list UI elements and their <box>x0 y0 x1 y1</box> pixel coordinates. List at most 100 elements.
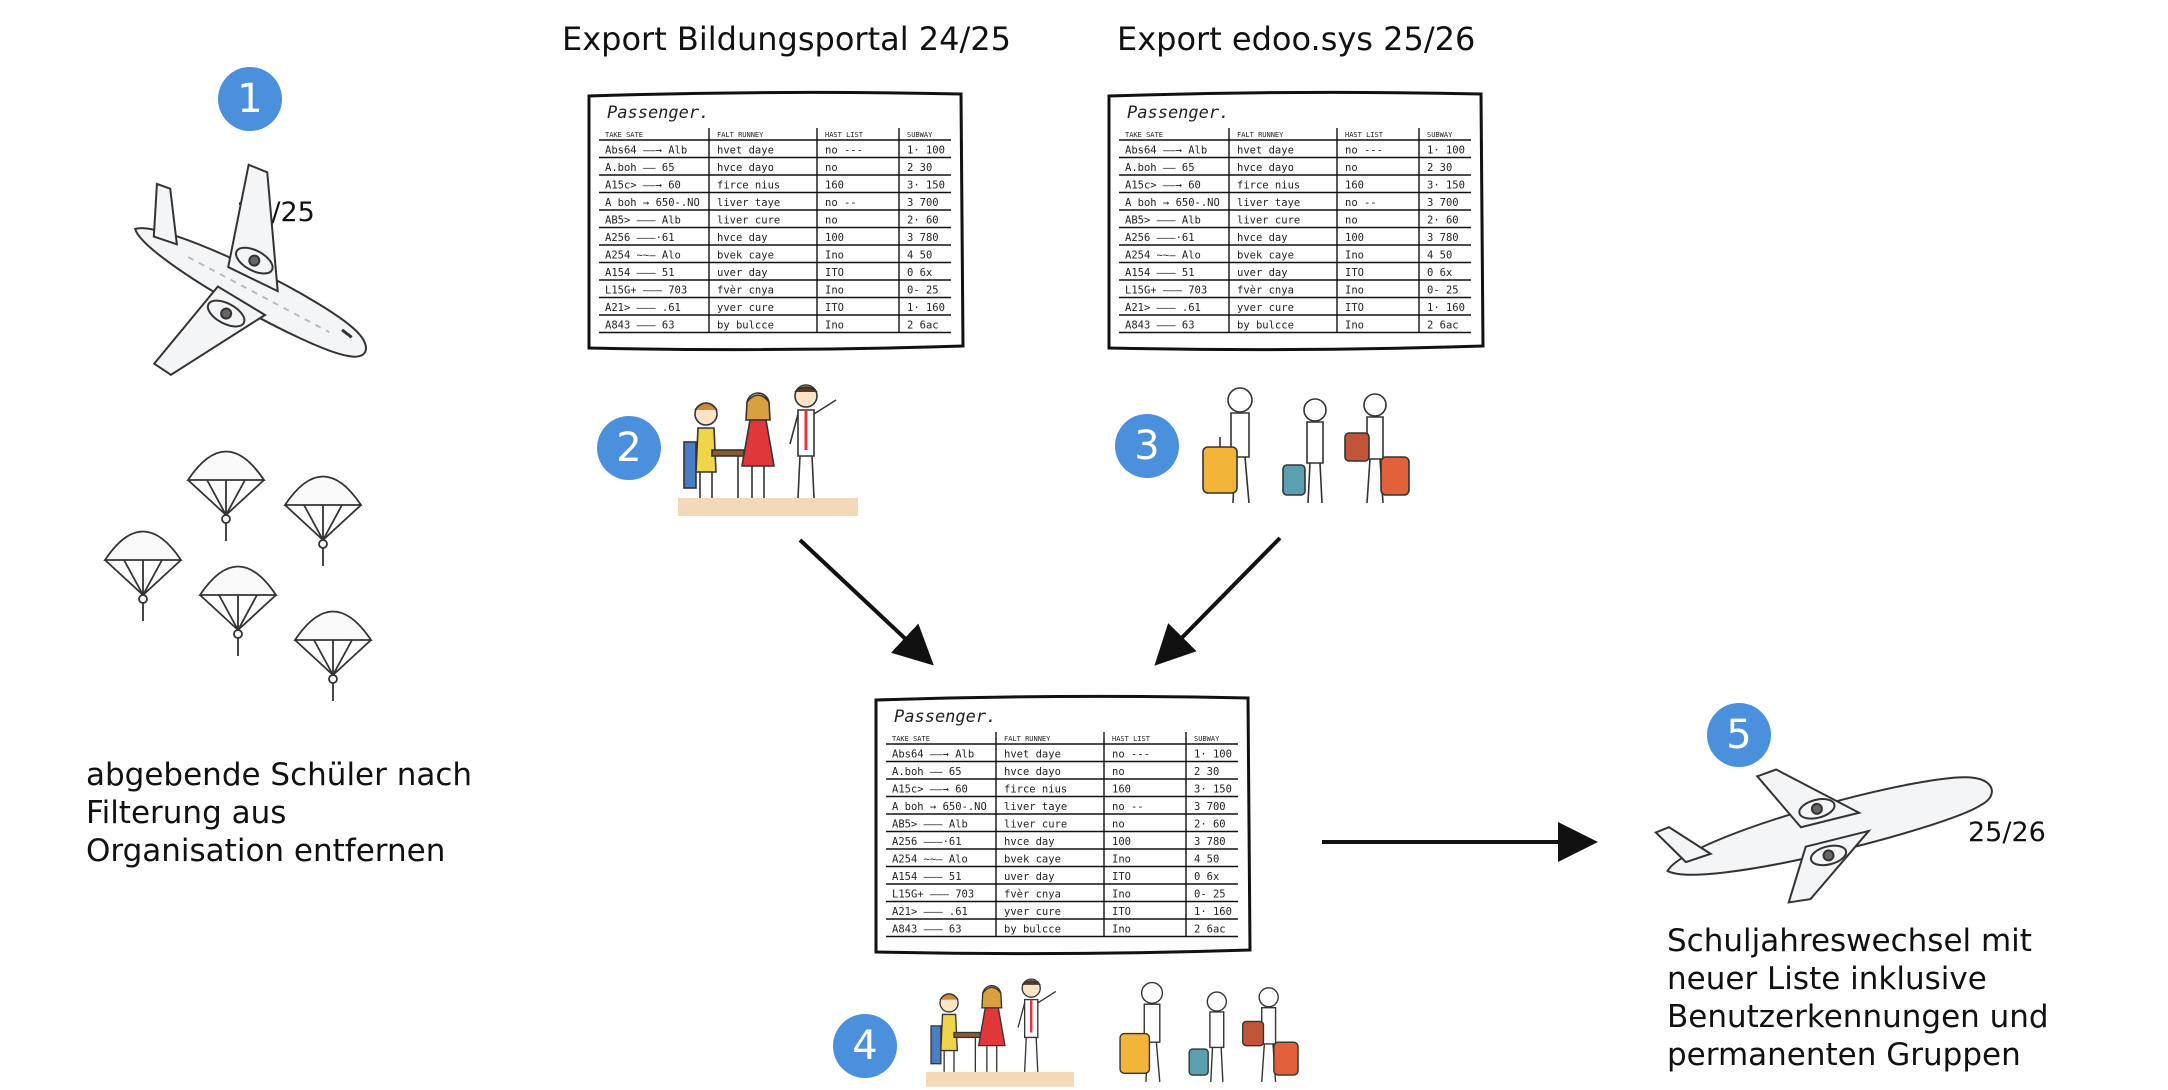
sheet-cell: L15G+ ——— 703 <box>892 889 974 901</box>
sheet-frame <box>1107 90 1485 352</box>
sheet-cell: no <box>825 215 838 227</box>
sheet-cell: no <box>1112 819 1125 831</box>
sheet-cell: no -- <box>1345 197 1377 209</box>
parachute-group-icon <box>103 450 373 701</box>
sheet-cell: fvèr cnya <box>1004 889 1061 901</box>
sheet-cell: 0- 25 <box>907 285 939 297</box>
sheet-cell: 0- 25 <box>1427 285 1459 297</box>
sheet-cell: 3 700 <box>1194 801 1226 813</box>
sheet-cell: Abs64 ——→ Alb <box>892 749 974 761</box>
sheet-cell: A254 ~~— Alo <box>1125 250 1201 262</box>
sheet-cell: firce nius <box>717 180 780 192</box>
sheet-cell: ITO <box>825 302 844 314</box>
step-badge-5: 5 <box>1707 703 1771 767</box>
sheet-cell: Ino <box>825 285 844 297</box>
sheet-cell: yver cure <box>717 302 774 314</box>
sheet-cell: 4 50 <box>907 250 932 262</box>
caption-step-5-line: Schuljahreswechsel mit <box>1667 923 2032 959</box>
export-bildungsportal-title: Export Bildungsportal 24/25 <box>562 20 1011 58</box>
sheet-cell: A154 ——— 51 <box>1125 267 1195 279</box>
sheet-cell: 2 6ac <box>907 320 939 332</box>
sheet-cell: hvce day <box>1237 232 1288 244</box>
sheet-cell: A15c> ——→ 60 <box>892 784 968 796</box>
caption-step-1-line: Filterung aus <box>86 795 287 831</box>
sheet-column-header: TAKE SATE <box>605 131 643 139</box>
sheet-cell: A256 ———·61 <box>892 836 962 848</box>
sheet-cell: 2· 60 <box>1194 819 1226 831</box>
sheet-cell: no <box>1345 162 1358 174</box>
sheet-cell: Ino <box>1345 320 1364 332</box>
sheet-cell: hvce dayo <box>1237 162 1294 174</box>
sheet-cell: hvce dayo <box>717 162 774 174</box>
sheet-cell: A21> ——— .61 <box>1125 302 1201 314</box>
sheet-cell: ITO <box>1112 871 1131 883</box>
sheet-cell: A.boh —— 65 <box>1125 162 1195 174</box>
sheet-cell: 1· 100 <box>907 145 945 157</box>
sheet-cell: hvet daye <box>1237 145 1294 157</box>
sheet-cell: A843 ——— 63 <box>892 924 962 936</box>
sheet-cell: A843 ——— 63 <box>1125 320 1195 332</box>
caption-step-5-line: permanenten Gruppen <box>1667 1037 2021 1073</box>
sheet-cell: Abs64 ——→ Alb <box>605 145 687 157</box>
sheet-cell: 3 780 <box>907 232 939 244</box>
sheet-cell: 1· 160 <box>907 302 945 314</box>
sheet-cell: 3· 150 <box>1427 180 1465 192</box>
sheet-cell: A843 ——— 63 <box>605 320 675 332</box>
sheet-column-header: HAST LIST <box>1112 735 1151 743</box>
sheet-cell: Ino <box>825 320 844 332</box>
sheet-cell: 3 780 <box>1194 836 1226 848</box>
sheet-cell: A21> ——— .61 <box>605 302 681 314</box>
sheet-cell: AB5> ——— Alb <box>1125 215 1201 227</box>
sheet-cell: hvet daye <box>717 145 774 157</box>
sheet-cell: no <box>1112 766 1125 778</box>
sheet-cell: 2· 60 <box>1427 215 1459 227</box>
sheet-cell: bvek caye <box>1004 854 1061 866</box>
sheet-cell: Ino <box>1112 924 1131 936</box>
sheet-cell: 100 <box>1112 836 1131 848</box>
step-badge-3: 3 <box>1115 414 1179 478</box>
sheet-cell: no -- <box>1112 801 1144 813</box>
travelers-luggage-icon-merged <box>1119 981 1299 1083</box>
sheet-cell: 160 <box>825 180 844 192</box>
sheet-cell: A256 ———·61 <box>605 232 675 244</box>
sheet-cell: L15G+ ——— 703 <box>605 285 687 297</box>
caption-step-5: Schuljahreswechsel mit neuer Liste inklu… <box>1667 922 2049 1074</box>
sheet-column-header: HAST LIST <box>1345 131 1384 139</box>
sheet-cell: A.boh —— 65 <box>892 766 962 778</box>
sheet-cell: no <box>1345 215 1358 227</box>
sheet-frame <box>587 90 965 352</box>
sheet-cell: 1· 100 <box>1194 749 1232 761</box>
sheet-cell: 2 30 <box>1194 766 1219 778</box>
sheet-cell: ITO <box>1345 267 1364 279</box>
sheet-cell: no -- <box>825 197 857 209</box>
sheet-heading: Passenger. <box>1127 103 1229 123</box>
sheet-cell: Ino <box>825 250 844 262</box>
sheet-cell: A154 ——— 51 <box>605 267 675 279</box>
sheet-cell: A256 ———·61 <box>1125 232 1195 244</box>
sheet-cell: bvek caye <box>717 250 774 262</box>
sheet-column-header: SUBWAY <box>1427 131 1453 139</box>
sheet-cell: Ino <box>1112 889 1131 901</box>
sheet-cell: A254 ~~— Alo <box>892 854 968 866</box>
sheet-cell: by bulcce <box>1237 320 1294 332</box>
caption-step-1: abgebende Schüler nach Filterung aus Org… <box>86 756 472 870</box>
travelers-luggage-icon <box>1202 387 1410 504</box>
sheet-column-header: FALT RUNNEY <box>717 131 764 139</box>
sheet-cell: bvek caye <box>1237 250 1294 262</box>
sheet-cell: 2· 60 <box>907 215 939 227</box>
sheet-cell: by bulcce <box>717 320 774 332</box>
sheet-cell: Ino <box>1112 854 1131 866</box>
sheet-cell: A boh → 650-.NO <box>605 197 700 209</box>
sheet-cell: 160 <box>1112 784 1131 796</box>
sheet-column-header: SUBWAY <box>1194 735 1220 743</box>
sheet-cell: L15G+ ——— 703 <box>1125 285 1207 297</box>
sheet-cell: fvèr cnya <box>1237 285 1294 297</box>
sheet-heading: Passenger. <box>607 103 709 123</box>
sheet-cell: A15c> ——→ 60 <box>1125 180 1201 192</box>
sheet-cell: AB5> ——— Alb <box>605 215 681 227</box>
sheet-cell: liver taye <box>717 197 780 209</box>
sheet-column-header: FALT RUNNEY <box>1237 131 1284 139</box>
sheet-cell: yver cure <box>1004 906 1061 918</box>
